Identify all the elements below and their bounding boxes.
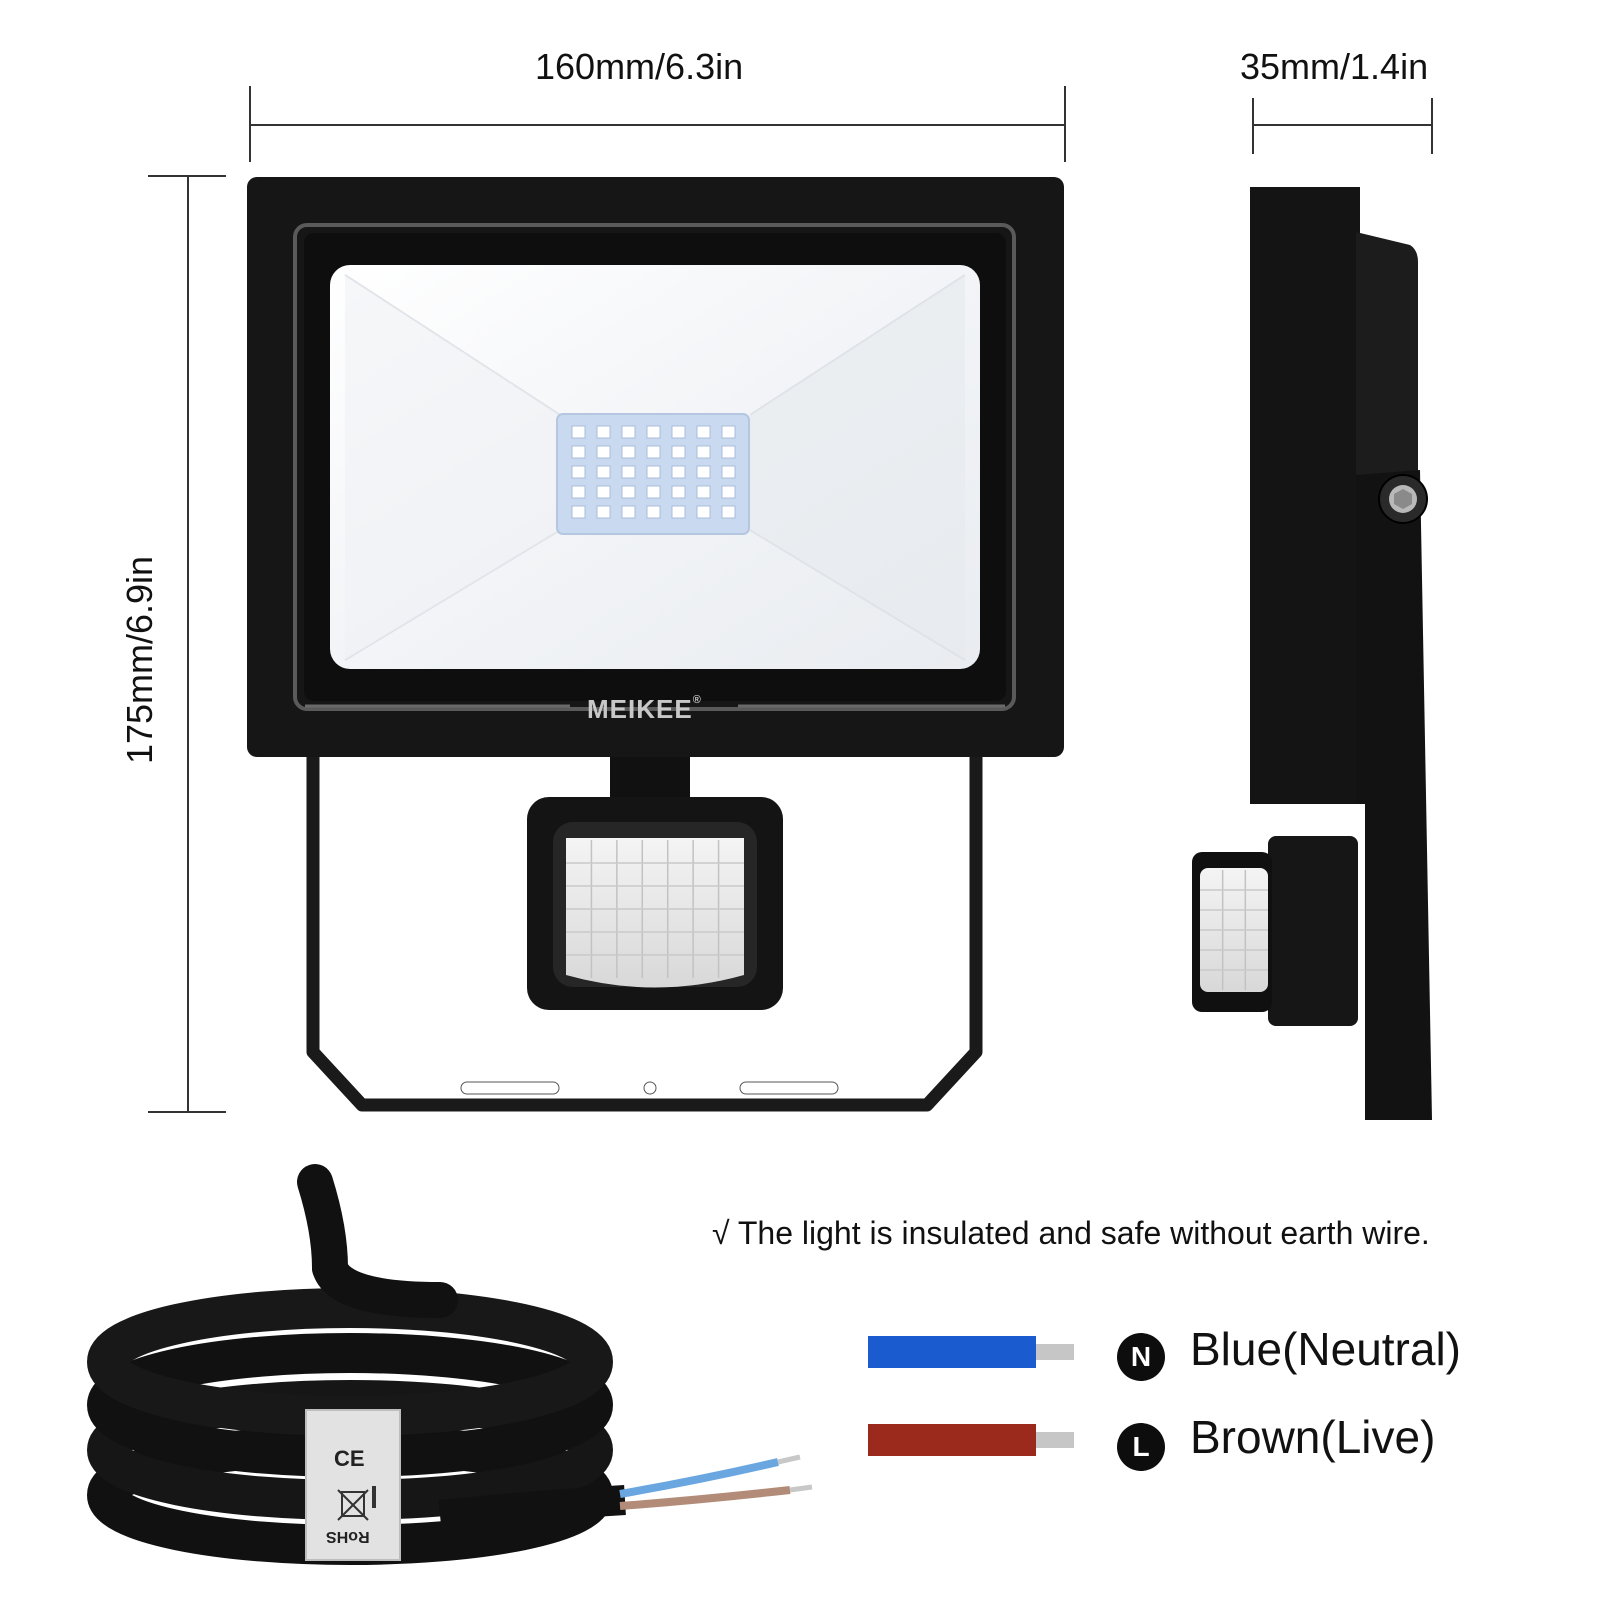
- side-bracket: [1356, 470, 1432, 1120]
- width-label: 160mm/6.3in: [535, 46, 744, 87]
- brand-name: MEIKEE: [587, 694, 693, 724]
- led-chip: [671, 425, 686, 439]
- brand-logo: MEIKEE®: [587, 694, 702, 725]
- side-heatsink: [1356, 232, 1418, 475]
- weee-bin-icon: [337, 1486, 376, 1521]
- live-badge: L: [1117, 1423, 1165, 1471]
- side-housing-front: [1250, 187, 1360, 804]
- side-pir-mount: [1268, 836, 1358, 1026]
- live-wire-core: [1036, 1432, 1074, 1448]
- led-chip: [596, 485, 611, 499]
- led-chip: [571, 485, 586, 499]
- led-chip: [671, 485, 686, 499]
- width-tick-right: [1064, 86, 1066, 162]
- led-chip: [596, 445, 611, 459]
- width-tick-left: [249, 86, 251, 162]
- led-chip: [721, 505, 736, 519]
- depth-label: 35mm/1.4in: [1240, 46, 1429, 87]
- led-chip: [671, 465, 686, 479]
- led-chip: [696, 425, 711, 439]
- led-chip: [696, 465, 711, 479]
- led-chip: [571, 445, 586, 459]
- led-chip: [646, 465, 661, 479]
- depth-tick-left: [1252, 98, 1254, 154]
- reflector-right: [750, 275, 965, 660]
- cable-brown-wire-tip: [789, 1484, 813, 1493]
- neutral-wire-insulation: [868, 1336, 1036, 1368]
- height-tick-bottom: [148, 1111, 226, 1113]
- cable-blue-wire: [619, 1458, 779, 1498]
- neutral-badge: N: [1117, 1333, 1165, 1381]
- led-chip: [646, 505, 661, 519]
- led-chip: [721, 485, 736, 499]
- cable-lead-bend: [312, 1250, 458, 1318]
- bracket-slot-right: [739, 1081, 839, 1095]
- pir-lens-grid: [566, 840, 744, 978]
- depth-tick-right: [1431, 98, 1433, 154]
- led-chip: [596, 465, 611, 479]
- led-chip: [696, 445, 711, 459]
- led-chip: [696, 485, 711, 499]
- bracket-hole: [643, 1081, 657, 1095]
- brand-registered-mark: ®: [692, 694, 702, 706]
- side-pir-lens-grid: [1200, 870, 1268, 990]
- height-line: [187, 176, 189, 1112]
- housing-inner-rim: [293, 223, 1016, 711]
- cable-tag: [305, 1409, 401, 1561]
- led-chip: [671, 445, 686, 459]
- led-chip: [696, 505, 711, 519]
- pir-sensor-lens: [566, 838, 744, 988]
- led-chip: [721, 465, 736, 479]
- sensor-neck: [610, 757, 690, 799]
- cable-brown-wire: [619, 1486, 791, 1510]
- cable-blue-wire-tip: [777, 1454, 801, 1465]
- cable-exit: [438, 1485, 626, 1530]
- depth-line: [1253, 124, 1433, 126]
- led-chip: [721, 445, 736, 459]
- led-chip: [571, 505, 586, 519]
- bracket-slot-left: [460, 1081, 560, 1095]
- led-chip: [621, 445, 636, 459]
- live-label: Brown(Live): [1190, 1411, 1436, 1463]
- neutral-wire-core: [1036, 1344, 1074, 1360]
- earth-wire-note: √ The light is insulated and safe withou…: [712, 1215, 1430, 1251]
- coiled-cable: [87, 1164, 813, 1565]
- led-chip: [621, 505, 636, 519]
- mounting-bracket: [306, 756, 983, 1112]
- live-wire-insulation: [868, 1424, 1036, 1456]
- led-chip: [571, 425, 586, 439]
- led-chip: [721, 425, 736, 439]
- rohs-mark: RoHS: [326, 1528, 370, 1545]
- led-chip: [671, 505, 686, 519]
- neutral-label: Blue(Neutral): [1190, 1323, 1461, 1375]
- led-chip: [621, 485, 636, 499]
- led-chip: [621, 465, 636, 479]
- reflector-left: [345, 275, 560, 660]
- led-chip: [571, 465, 586, 479]
- height-tick-top: [148, 175, 226, 177]
- side-screw-head: [1394, 489, 1412, 509]
- width-line: [250, 124, 1066, 126]
- led-chip: [621, 425, 636, 439]
- led-chip: [646, 485, 661, 499]
- led-chip: [596, 505, 611, 519]
- led-chip: [646, 445, 661, 459]
- ce-mark: CE: [334, 1446, 365, 1471]
- led-chip: [646, 425, 661, 439]
- led-chip: [596, 425, 611, 439]
- led-grid: [571, 425, 736, 519]
